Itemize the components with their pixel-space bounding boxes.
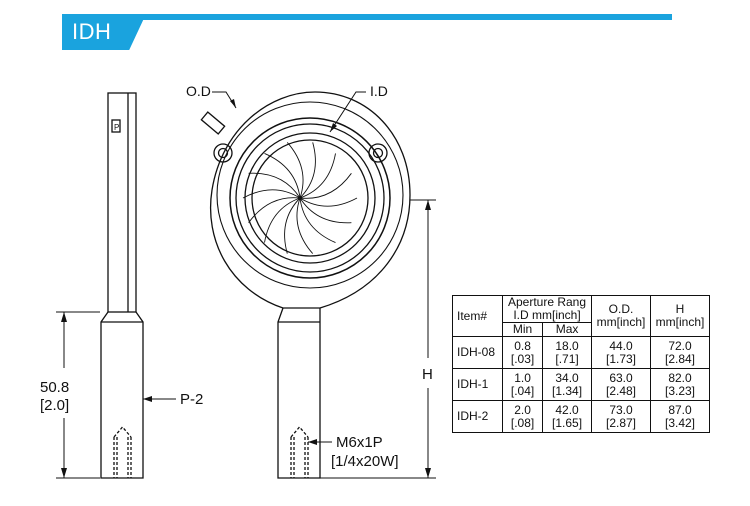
header-bar [62,14,672,20]
height-label: H [422,366,433,383]
mount-hole-left [213,143,233,163]
iris-blade [284,197,301,254]
table-header-od: O.D. mm[inch] [591,295,651,337]
iris-blade [264,152,301,199]
side-threaded-hole [113,425,132,478]
iris-blade [299,197,336,244]
iris-blade [299,197,358,207]
iris-blade [264,197,301,243]
mount-hole-right [368,143,388,163]
side-slot [111,119,121,133]
iris-blade [299,142,316,199]
thread-mm-label: M6x1P [336,434,383,451]
thread-in-label: [1/4x20W] [331,453,399,470]
table-row: IDH-2 2.0[.08] 42.0[1.65] 73.0[2.87] 87.… [452,400,710,433]
page-title: IDH [72,19,112,44]
side-post [100,311,144,479]
iris-blade [286,142,304,199]
table-header-item: Item# [452,295,503,337]
table-row: IDH-1 1.0[.04] 34.0[1.34] 63.0[2.48] 82.… [452,368,710,401]
iris-blades [242,142,358,254]
iris-blade [296,197,314,254]
side-view [56,92,176,479]
side-rod [107,92,137,313]
iris-blade [248,172,301,199]
housing-outline [210,91,411,309]
front-view [200,91,436,479]
post-label: P-2 [180,391,203,408]
length-in-label: [2.0] [40,397,69,414]
slot-label: P [114,123,119,132]
iris-lever [200,111,226,135]
table-header-h: H mm[inch] [650,295,710,337]
front-threaded-hole [290,425,309,478]
table-header-min: Min [501,322,544,337]
front-post [277,307,321,479]
table-header-max: Max [542,322,592,337]
iris-blade [299,197,352,224]
iris-blade [299,153,336,199]
table-header-aperture: Aperture Rang I.D mm[inch] [502,295,592,323]
length-mm-label: 50.8 [40,379,69,396]
od-label: O.D [186,83,211,99]
id-label: I.D [370,83,388,99]
iris-blade [299,173,352,199]
table-row: IDH-08 0.8[.03] 18.0[.71] 44.0[1.73] 72.… [452,336,710,369]
spec-table: Item# Aperture Rang I.D mm[inch] O.D. mm… [452,295,710,433]
iris-blade [242,189,301,199]
iris-blade [248,197,301,223]
